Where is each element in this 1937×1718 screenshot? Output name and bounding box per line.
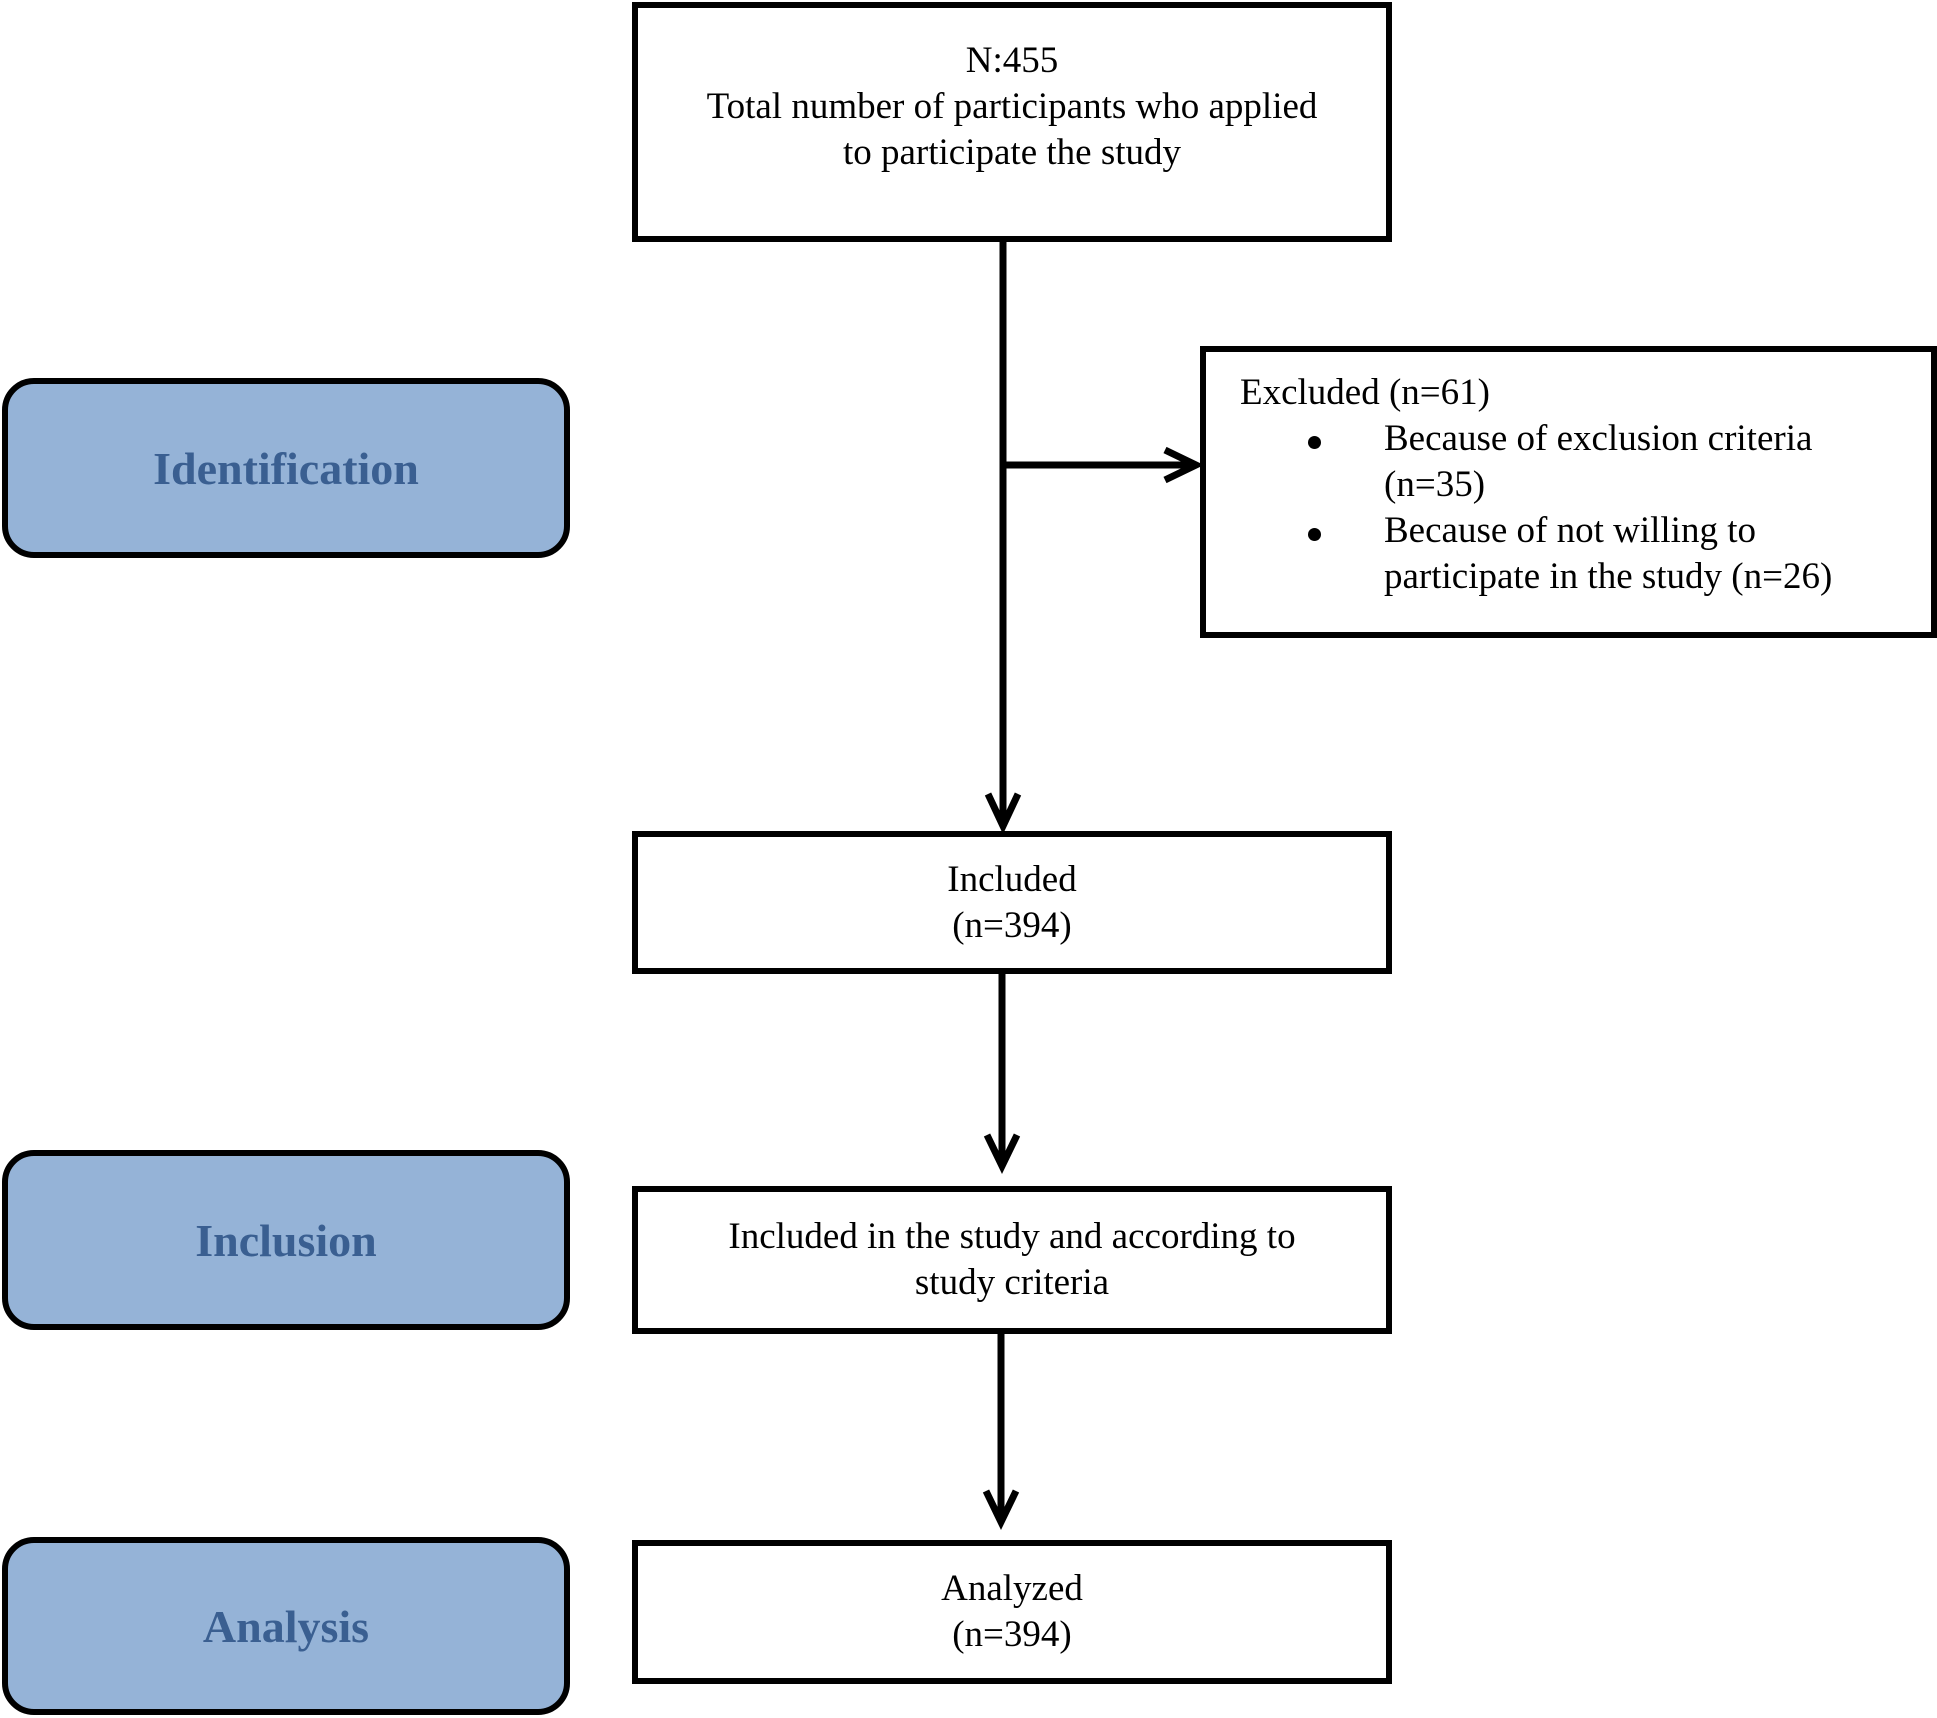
arrowhead-criteria xyxy=(983,1133,1021,1175)
stage-identification: Identification xyxy=(2,378,570,558)
excluded-reason-item: Because of not willing to participate in… xyxy=(1240,508,1931,600)
analyzed-box: Analyzed (n=394) xyxy=(632,1540,1392,1684)
arrowhead-excluded xyxy=(1163,446,1205,484)
included-label: Included xyxy=(947,859,1077,900)
excluded-reasons-list: Because of exclusion criteria (n=35) Bec… xyxy=(1240,416,1931,600)
stage-analysis: Analysis xyxy=(2,1537,570,1715)
excluded-title: Excluded (n=61) xyxy=(1240,372,1490,413)
included-count: (n=394) xyxy=(952,905,1072,946)
stage-analysis-label: Analysis xyxy=(202,1600,370,1652)
total-description-line-2: to participate the study xyxy=(842,132,1182,173)
arrowhead-included xyxy=(984,792,1022,835)
analyzed-label: Analyzed xyxy=(941,1568,1083,1609)
excluded-reason-item: Because of exclusion criteria (n=35) xyxy=(1240,416,1931,508)
stage-inclusion-label: Inclusion xyxy=(195,1214,377,1266)
analyzed-count: (n=394) xyxy=(952,1614,1072,1655)
bullet-icon xyxy=(1308,528,1321,541)
total-count: N:455 xyxy=(965,40,1059,81)
included-box: Included (n=394) xyxy=(632,831,1392,974)
excluded-reason-line: Because of not willing to xyxy=(1384,510,1756,551)
criteria-line-1: Included in the study and according to xyxy=(728,1216,1296,1257)
study-criteria-box: Included in the study and according to s… xyxy=(632,1186,1392,1334)
arrowhead-analyzed xyxy=(982,1489,1020,1531)
stage-identification-label: Identification xyxy=(153,442,419,494)
total-participants-box: N:455 Total number of participants who a… xyxy=(632,2,1392,242)
excluded-reason-line: Because of exclusion criteria xyxy=(1384,418,1813,459)
excluded-reason-line: (n=35) xyxy=(1384,464,1486,505)
bullet-icon xyxy=(1308,436,1321,449)
criteria-line-2: study criteria xyxy=(914,1262,1110,1303)
total-description-line-1: Total number of participants who applied xyxy=(706,86,1318,127)
excluded-box: Excluded (n=61) Because of exclusion cri… xyxy=(1200,346,1937,638)
stage-inclusion: Inclusion xyxy=(2,1150,570,1330)
excluded-reason-line: participate in the study (n=26) xyxy=(1384,556,1833,597)
